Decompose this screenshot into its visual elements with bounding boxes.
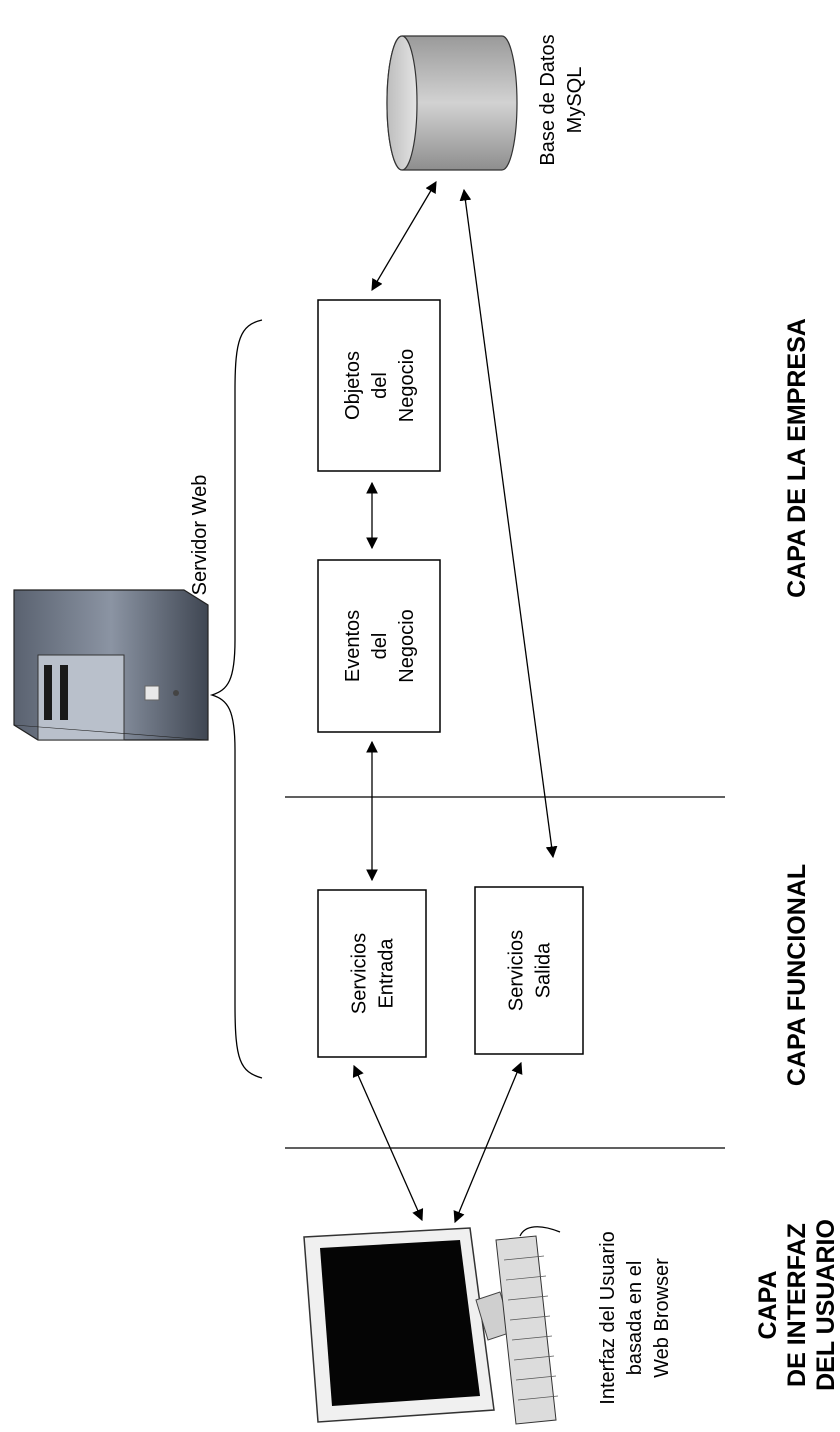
svg-text:Salida: Salida [533,942,555,998]
server-brace [209,319,263,1079]
svg-text:Servicios: Servicios [349,933,371,1014]
svg-text:CAPA: CAPA [754,1271,782,1340]
svg-text:Web Browser: Web Browser [651,1258,673,1378]
layer-label-empresa: CAPA DE LA EMPRESA [783,318,811,598]
svg-text:del: del [369,633,391,660]
svg-text:Servidor Web: Servidor Web [189,475,211,596]
database-label-line-2: MySQL [564,67,586,134]
svg-text:Eventos: Eventos [342,610,364,682]
svg-text:DEL USUARIO: DEL USUARIO [812,1219,840,1391]
arrow-client-salida [453,1061,523,1224]
svg-text:del: del [369,372,391,399]
svg-text:Objetos: Objetos [342,351,364,420]
layer-label-funcional: CAPA FUNCIONAL [783,864,811,1086]
svg-text:Negocio: Negocio [396,609,418,682]
box-eventos-del-negocio: Eventos del Negocio [317,559,441,733]
svg-text:basada en el: basada en el [624,1261,646,1376]
client-label: Interfaz del Usuario basada en el Web Br… [597,1231,673,1404]
svg-text:Interfaz del Usuario: Interfaz del Usuario [597,1231,619,1404]
svg-text:DE INTERFAZ: DE INTERFAZ [783,1223,811,1387]
box-servicios-entrada: Servicios Entrada [317,889,427,1058]
layer-label-interfaz: CAPA DE INTERFAZ DEL USUARIO [754,1219,840,1391]
svg-text:CAPA FUNCIONAL: CAPA FUNCIONAL [783,864,811,1086]
arrow-salida-database [459,188,558,859]
database-label: Base de Datos MySQL [537,34,586,165]
arrow-client-entrada [352,1064,424,1222]
box-servicios-salida: Servicios Salida [474,886,584,1055]
client-computer-icon [303,1226,561,1425]
arrow-objetos-database [371,180,437,292]
svg-text:CAPA DE LA EMPRESA: CAPA DE LA EMPRESA [783,318,811,598]
database-cylinder-icon [386,35,518,171]
svg-text:Servicios: Servicios [506,930,528,1011]
server-label: Servidor Web [189,475,211,596]
box-objetos-del-negocio: Objetos del Negocio [317,299,441,472]
svg-text:Entrada: Entrada [376,938,398,1009]
database-label-line-1: Base de Datos [537,34,559,165]
server-tower-icon [13,589,209,741]
svg-text:Negocio: Negocio [396,349,418,422]
